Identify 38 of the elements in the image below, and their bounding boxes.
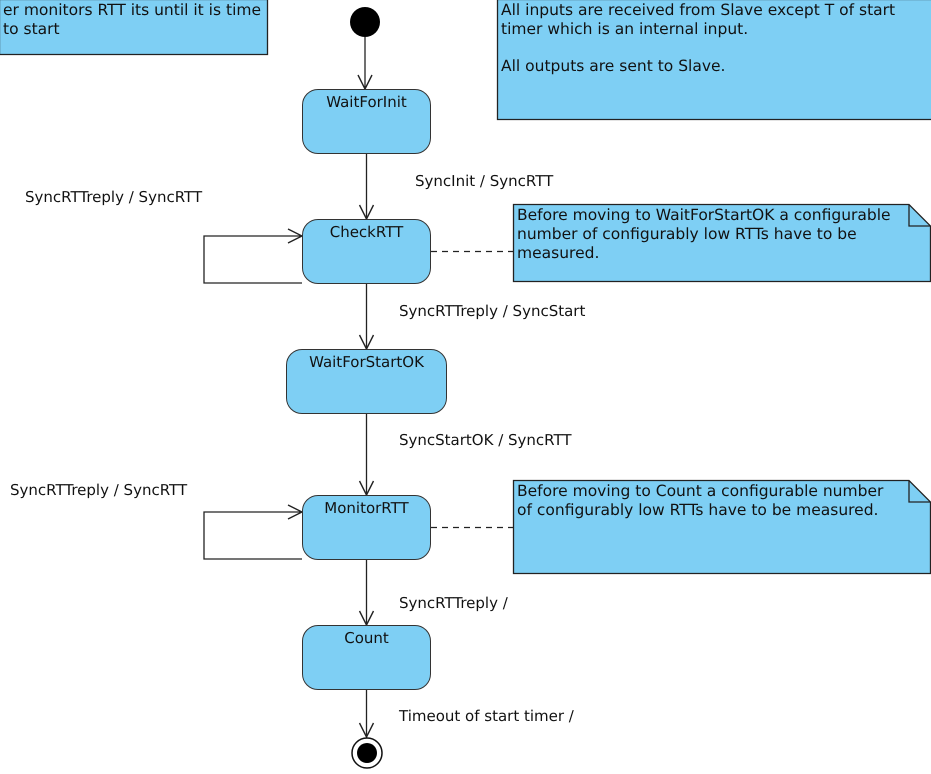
state-name: Count <box>344 629 389 647</box>
state-box <box>302 495 431 560</box>
state-box <box>302 625 431 690</box>
state-box <box>302 89 431 154</box>
note <box>0 0 268 55</box>
note-text: Before moving to Count a configurable number of configurably low RTTs have to be measured. <box>517 482 884 520</box>
note-text: All outputs are sent to Slave. <box>501 57 726 76</box>
state-box <box>302 219 431 284</box>
initial-state <box>350 7 380 37</box>
arrow <box>358 560 374 626</box>
final-state <box>351 737 383 769</box>
edge-label: SyncRTTreply / SyncRTT <box>25 188 202 206</box>
state-name: WaitForStartOK <box>309 353 424 371</box>
arrow <box>357 37 373 90</box>
self-loop-arrow <box>203 228 303 284</box>
edge-label: Timeout of start timer / <box>399 707 574 725</box>
note-text: Before moving to WaitForStartOK a configurable number of configurably low RTTs have to be measured. <box>517 206 892 263</box>
state-name: WaitForInit <box>326 93 407 111</box>
self-loop-arrow <box>203 504 303 560</box>
state-name: CheckRTT <box>330 223 404 241</box>
note-text: All inputs are received from Slave except T of start timer which is an internal input. <box>501 1 896 39</box>
edge-label: SyncRTTreply / SyncRTT <box>10 481 188 499</box>
dashed-connector <box>431 526 513 528</box>
dashed-connector <box>431 250 513 252</box>
edge-label: SyncRTTreply / SyncStart <box>399 302 586 320</box>
note-text: er monitors RTT its until it is time to start <box>3 1 262 39</box>
note <box>513 204 931 282</box>
state-name: MonitorRTT <box>324 499 409 517</box>
state-box <box>286 349 447 414</box>
note <box>497 0 931 120</box>
arrow <box>358 284 374 350</box>
edge-label: SyncRTTreply / <box>399 594 508 612</box>
edge-label: SyncStartOK / SyncRTT <box>399 431 572 449</box>
arrow <box>358 414 374 496</box>
arrow <box>358 154 374 220</box>
note <box>513 480 931 574</box>
edge-label: SyncInit / SyncRTT <box>415 172 554 190</box>
arrow <box>358 690 374 738</box>
